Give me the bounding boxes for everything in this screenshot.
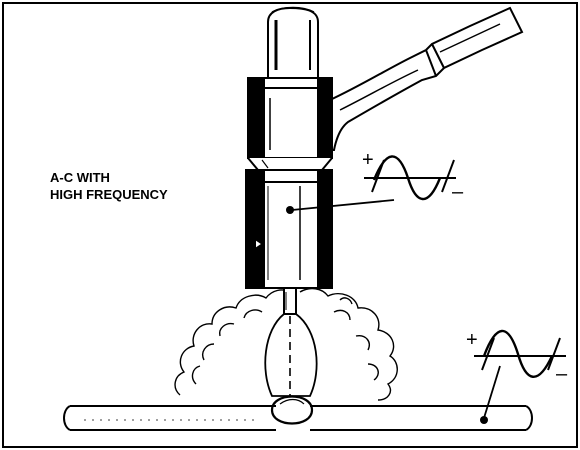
- torch-leader-dot: [286, 206, 294, 214]
- work-wave-slash-2: [547, 337, 561, 371]
- torch-ac-waveform-symbol: + –: [362, 149, 464, 203]
- arc-and-weld-pool: [264, 313, 318, 425]
- torch-wave-slash: [371, 159, 385, 193]
- torch-leader-line: [291, 199, 395, 211]
- torch-plus-sign: +: [362, 149, 374, 171]
- welding-torch: [245, 6, 524, 315]
- work-plus-sign: +: [466, 329, 478, 351]
- work-minus-sign: –: [556, 363, 568, 385]
- torch-minus-sign: –: [452, 181, 464, 203]
- torch-wave-slash-2: [441, 159, 455, 193]
- workpiece-plate: [63, 405, 533, 431]
- work-leader-dot: [480, 416, 488, 424]
- work-sine-wave: [482, 329, 554, 378]
- label-line-2: HIGH FREQUENCY: [50, 187, 168, 202]
- shielding-gas-cloud: [174, 287, 398, 401]
- label-line-1: A-C WITH: [50, 170, 110, 185]
- work-wave-slash: [481, 337, 495, 371]
- work-leader-line: [483, 365, 501, 419]
- work-ac-waveform-symbol: + –: [466, 329, 568, 385]
